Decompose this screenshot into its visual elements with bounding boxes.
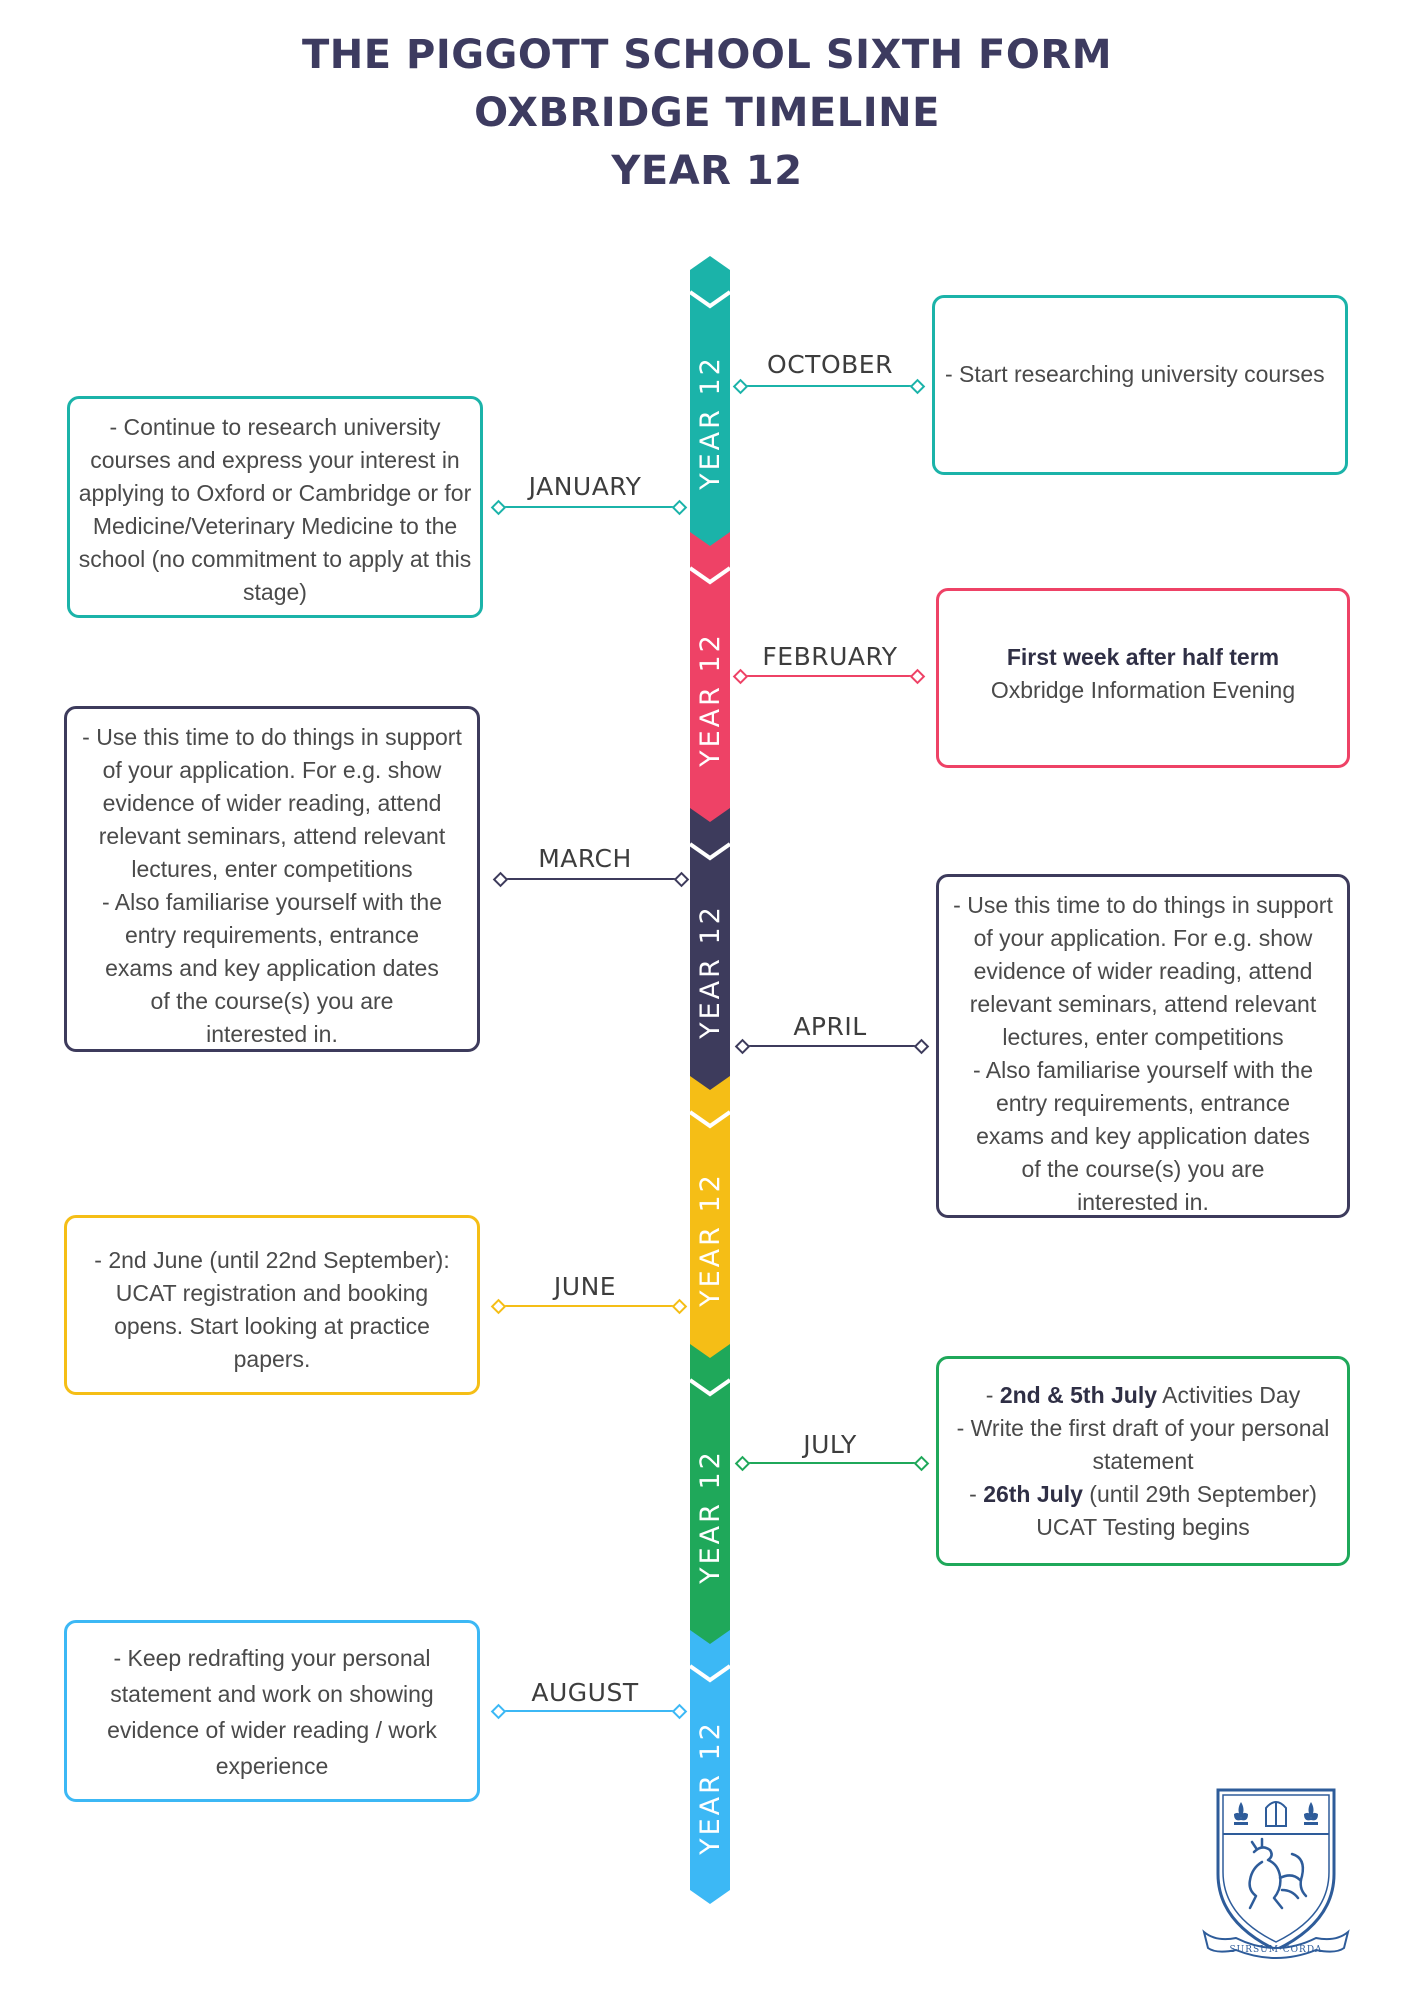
month-label-march: MARCH	[538, 844, 632, 873]
timeline-segment-yellow	[690, 1076, 730, 1362]
event-heading-february: First week after half term	[1006, 644, 1280, 670]
connector-january	[498, 506, 680, 508]
event-text-march-1: - Use this time to do things in support …	[82, 724, 462, 882]
event-text-april-2: - Also familiarise yourself with the ent…	[972, 1057, 1313, 1215]
event-text-july-2: - Write the first draft of your personal…	[956, 1415, 1330, 1474]
page-title-line-3: YEAR 12	[611, 148, 803, 194]
event-text-march-2: - Also familiarise yourself with the ent…	[101, 889, 442, 1047]
month-label-april: APRIL	[793, 1012, 867, 1041]
school-crest-icon: SURSUM·CORDA	[1202, 1788, 1350, 1959]
timeline-segment-pink	[690, 532, 730, 826]
event-box-february: First week after half term Oxbridge Info…	[936, 588, 1350, 768]
connector-june	[498, 1305, 680, 1307]
segment-label-navy: YEAR 12	[690, 868, 730, 1074]
segment-label-yellow: YEAR 12	[690, 1136, 730, 1342]
segment-label-text: YEAR 12	[694, 354, 726, 490]
event-text-october: - Start researching university courses	[945, 361, 1325, 387]
school-crest-logo: SURSUM·CORDA	[1196, 1782, 1356, 1962]
event-box-october: - Start researching university courses	[932, 295, 1348, 475]
month-label-august: AUGUST	[531, 1678, 639, 1707]
segment-label-text: YEAR 12	[694, 1719, 726, 1855]
segment-label-text: YEAR 12	[694, 631, 726, 767]
event-text-june: - 2nd June (until 22nd September): UCAT …	[94, 1247, 450, 1372]
segment-label-pink: YEAR 12	[690, 592, 730, 806]
event-text-february: Oxbridge Information Evening	[990, 677, 1296, 703]
segment-label-blue: YEAR 12	[690, 1690, 730, 1884]
event-box-august: - Keep redrafting your personal statemen…	[64, 1620, 480, 1802]
timeline-segment-green	[690, 1344, 730, 1648]
svg-text:SURSUM·CORDA: SURSUM·CORDA	[1229, 1945, 1322, 1955]
event-box-march: - Use this time to do things in support …	[64, 706, 480, 1052]
event-text-april-1: - Use this time to do things in support …	[953, 892, 1333, 1050]
timeline-segment-navy	[690, 808, 730, 1094]
month-label-october: OCTOBER	[767, 350, 893, 379]
month-label-june: JUNE	[553, 1272, 617, 1301]
segment-label-text: YEAR 12	[694, 903, 726, 1039]
page-title-line-2: OXBRIDGE TIMELINE	[474, 90, 940, 136]
segment-label-teal: YEAR 12	[690, 316, 730, 528]
timeline-segment-blue	[690, 1630, 730, 1904]
month-label-january: JANUARY	[528, 472, 642, 501]
page-title-line-1: THE PIGGOTT SCHOOL SIXTH FORM	[301, 32, 1112, 78]
connector-february	[740, 675, 918, 677]
event-text-january: - Continue to research university course…	[78, 414, 472, 605]
connector-april	[742, 1045, 922, 1047]
connector-march	[500, 878, 682, 880]
event-text-august: - Keep redrafting your personal statemen…	[107, 1645, 437, 1779]
event-box-july: - 2nd & 5th July Activities Day - Write …	[936, 1356, 1350, 1566]
event-text-july-1: - 2nd & 5th July Activities Day	[985, 1382, 1301, 1408]
event-box-june: - 2nd June (until 22nd September): UCAT …	[64, 1215, 480, 1395]
connector-august	[498, 1710, 680, 1712]
segment-label-text: YEAR 12	[694, 1171, 726, 1307]
connector-october	[740, 385, 918, 387]
event-box-april: - Use this time to do things in support …	[936, 874, 1350, 1218]
segment-label-text: YEAR 12	[694, 1448, 726, 1584]
month-label-february: FEBRUARY	[762, 642, 898, 671]
timeline-segment-teal	[690, 256, 730, 548]
connector-july	[742, 1462, 922, 1464]
event-text-july-3: - 26th July (until 29th September) UCAT …	[969, 1481, 1317, 1540]
event-box-january: - Continue to research university course…	[67, 396, 483, 618]
month-label-july: JULY	[803, 1430, 857, 1459]
segment-label-green: YEAR 12	[690, 1404, 730, 1628]
